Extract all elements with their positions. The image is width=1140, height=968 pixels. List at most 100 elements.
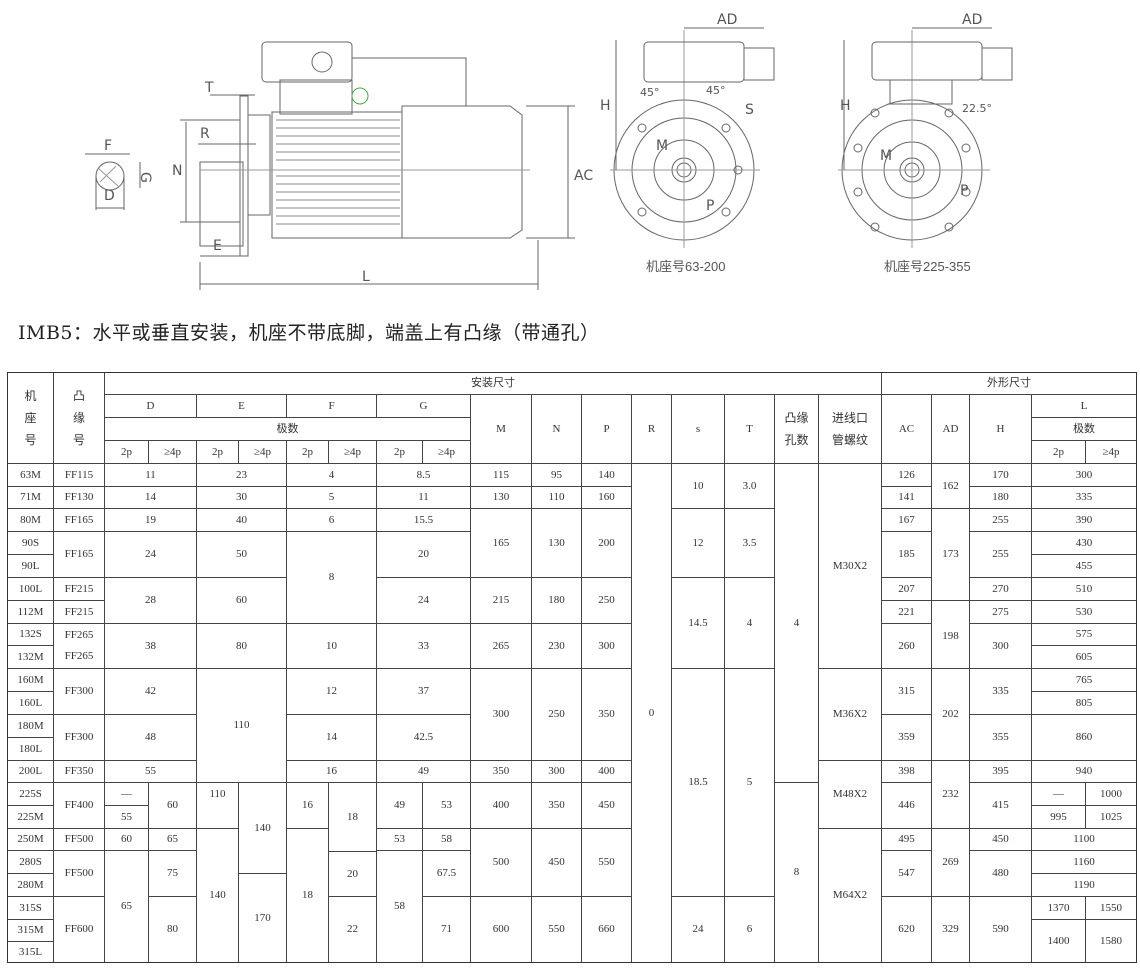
H-cell: 300 [969,623,1032,669]
E-cell: 80 [196,623,287,669]
holes-cell: 8 [774,782,819,963]
P-cell: 250 [581,577,632,624]
N-cell: 300 [531,760,582,783]
D-cell: 55 [104,760,197,783]
M-cell: 600 [470,896,532,963]
N-cell: 350 [531,782,582,829]
L-cell: 1100 [1031,828,1137,851]
E-cell: 60 [196,577,287,624]
AD-cell: 162 [931,463,970,509]
header-D-4p: ≥4p [148,440,197,464]
P-cell: 200 [581,508,632,578]
L-cell: 335 [1031,486,1137,509]
header-P: P [581,394,632,464]
frame-cell: 160M [7,668,54,692]
flange-cell: FF400 [53,782,105,829]
G-cell: 49 [376,782,423,829]
H-cell: 255 [969,508,1032,532]
L-cell: 510 [1031,577,1137,601]
P-cell: 350 [581,668,632,761]
M-cell: 350 [470,760,532,783]
D-cell: 60 [148,782,197,829]
G-cell: 49 [376,760,471,783]
AD-cell: 202 [931,668,970,761]
L-cell-2p: 1370 [1031,896,1086,920]
L-cell-4p: 1580 [1085,919,1137,963]
F-cell: 4 [286,463,377,487]
E-cell: 140 [238,782,287,874]
header-E: E [196,394,287,418]
AC-cell: 446 [881,782,932,829]
header-flange-char: 缘 [72,411,85,425]
F-cell: 12 [286,668,377,715]
flange-cell: FF115 [53,463,105,487]
D-cell: 24 [104,531,197,578]
flange-cell: FF500 [53,828,105,851]
D-cell: 60 [104,828,149,851]
M-cell: 265 [470,623,532,669]
flange-cell: FF265 [53,645,105,669]
conduit-cell: M30X2 [818,463,882,669]
E-cell: 23 [196,463,287,487]
dim-label-M-2: M [880,148,892,164]
D-cell: 75 [148,850,197,897]
L-cell: 1190 [1031,873,1137,897]
G-cell: 53 [422,782,471,829]
frame-cell: 315M [7,919,54,942]
T-cell: 6 [724,896,775,963]
AD-cell: 269 [931,828,970,897]
E-cell: 170 [238,873,287,963]
dim-label-S: S [745,102,754,118]
dim-label-45-left: 45° [640,86,660,99]
G-cell: 58 [422,828,471,851]
header-T: T [724,394,775,464]
G-cell: 42.5 [376,714,471,761]
D-cell: 14 [104,486,197,509]
M-cell: 300 [470,668,532,761]
T-cell: 5 [724,668,775,897]
E-cell: 110 [196,668,287,783]
H-cell: 480 [969,850,1032,897]
T-cell: 3.0 [724,463,775,509]
M-cell: 115 [470,463,532,487]
E-cell: 30 [196,486,287,509]
G-cell: 53 [376,828,423,851]
header-L-4p: ≥4p [1085,440,1137,464]
P-cell: 550 [581,828,632,897]
D-cell: 65 [104,850,149,963]
AD-cell: 173 [931,508,970,601]
F-cell: 18 [286,828,329,963]
M-cell: 215 [470,577,532,624]
dim-label-L: L [362,269,370,285]
H-cell: 395 [969,760,1032,783]
header-H: H [969,394,1032,464]
header-outline-dims: 外形尺寸 [881,372,1137,395]
frame-cell: 200L [7,760,54,783]
L-cell: 455 [1031,554,1137,578]
AC-cell: 315 [881,668,932,715]
G-cell: 24 [376,577,471,624]
motor-dimension-drawing: F G D T R N E L AC AD H 45° 45° S M P AD… [85,12,1013,290]
frame-cell: 71M [7,486,54,509]
P-cell: 450 [581,782,632,829]
header-conduit-thread: 进线口 管螺纹 [818,394,882,464]
caption-frame-63-200: 机座号63-200 [646,259,726,274]
AC-cell: 398 [881,760,932,783]
R-cell: 0 [631,463,672,963]
L-cell-2p: 995 [1031,805,1086,829]
header-flange: 凸 缘 号 [53,372,105,464]
header-N: N [531,394,582,464]
P-cell: 660 [581,896,632,963]
frame-cell: 132M [7,645,54,669]
header-conduit-line: 进线口 [831,411,868,425]
header-D: D [104,394,197,418]
frame-cell: 180L [7,737,54,761]
s-cell: 12 [671,508,725,578]
frame-cell: 132S [7,623,54,646]
T-cell: 4 [724,577,775,669]
AD-cell: 329 [931,896,970,963]
frame-cell: 225M [7,805,54,829]
flange-cell: FF265 [53,623,105,646]
dim-label-M-1: M [656,138,668,154]
D-cell: 42 [104,668,197,715]
